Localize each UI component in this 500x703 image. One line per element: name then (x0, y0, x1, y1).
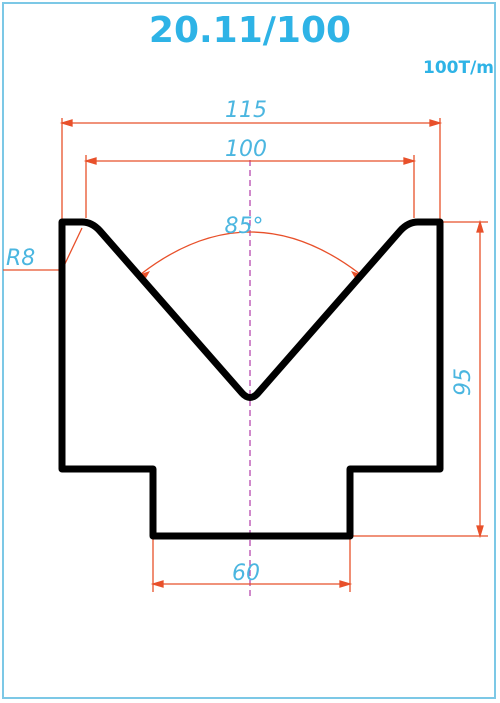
dim-overall-width-label: 115 (225, 98, 267, 123)
dim-tang-width-label: 60 (232, 561, 260, 586)
dim-height-label: 95 (451, 368, 476, 396)
dim-radius-label: R8 (6, 246, 35, 271)
dim-tang-width (150, 538, 353, 592)
die-model-title: 20.11/100 (148, 10, 352, 51)
dim-overall-width (59, 118, 443, 220)
dim-v-opening (83, 155, 417, 218)
dim-angle-label: 85° (225, 214, 264, 239)
drawing-frame (2, 2, 496, 699)
die-profile (58, 218, 444, 540)
dim-v-opening-label: 100 (225, 137, 267, 162)
tonnage-capacity: 100T/m (422, 58, 494, 78)
dim-angle-arc (140, 231, 361, 275)
dim-height (352, 219, 488, 539)
